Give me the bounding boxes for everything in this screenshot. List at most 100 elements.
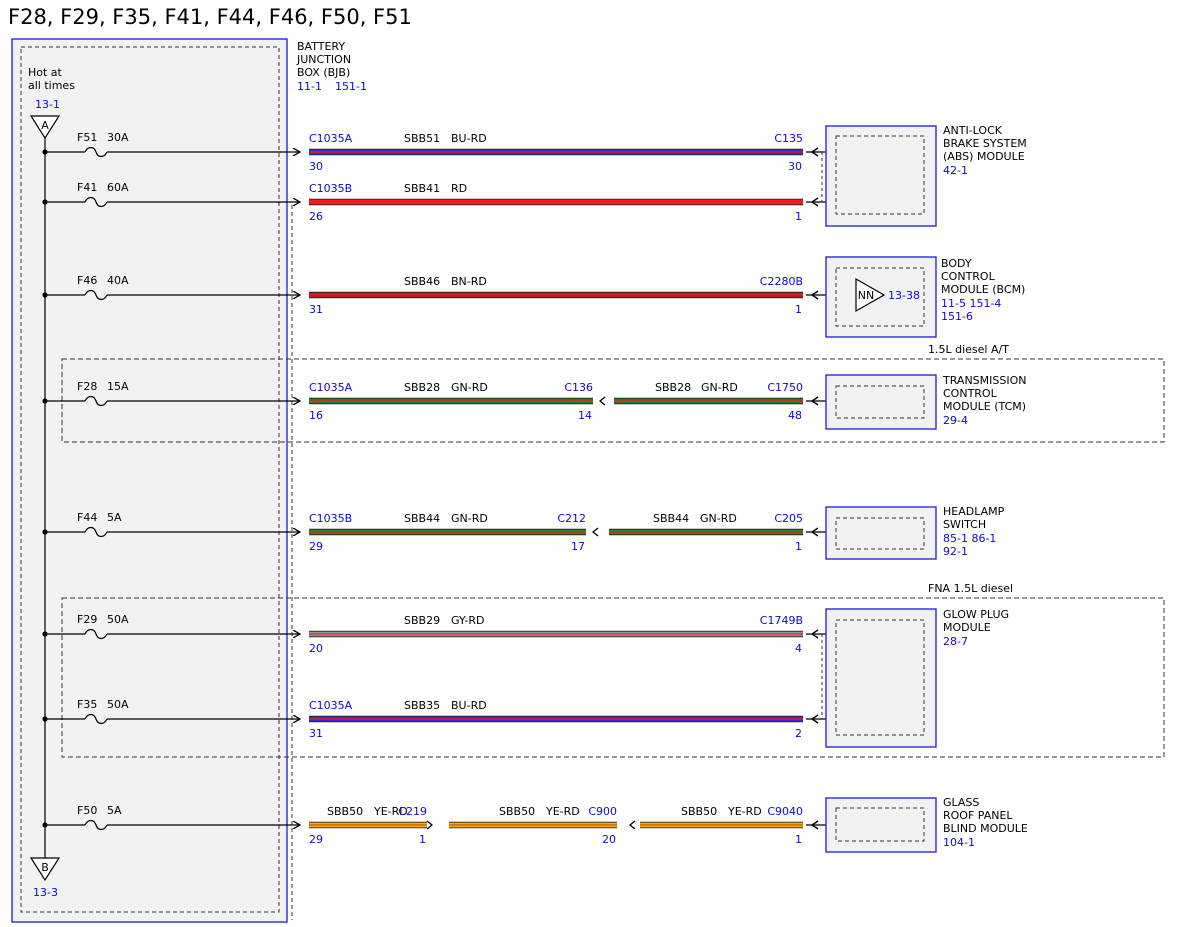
diagram-title: F28, F29, F35, F41, F44, F46, F50, F51	[8, 5, 412, 29]
fuse-rating: 40A	[107, 274, 129, 287]
fuse-rating: 5A	[107, 804, 122, 817]
svg-text:Hot at: Hot at	[28, 66, 63, 79]
module-name-line: ANTI-LOCK	[943, 124, 1003, 137]
start-connector-id: C1035B	[309, 512, 352, 525]
start-connector-id: C1035A	[309, 699, 353, 712]
start-pin: 31	[309, 303, 323, 316]
fuse-symbol	[84, 713, 108, 725]
inline-connector-arrow	[426, 820, 434, 830]
fuse-rating: 50A	[107, 698, 129, 711]
module-box	[825, 125, 937, 227]
start-pin: 29	[309, 540, 323, 553]
start-pin: 26	[309, 210, 323, 223]
wire-color-code: YE-RD	[373, 805, 408, 818]
end-pin: 1	[795, 833, 802, 846]
fuse-name: F51	[77, 131, 97, 144]
module-name-line: GLASS	[943, 796, 979, 809]
fuse-rating: 15A	[107, 380, 129, 393]
end-connector-id: C900	[588, 805, 617, 818]
wire-circuit-id: SBB28	[655, 381, 691, 394]
module-page-ref: 104-1	[943, 836, 975, 849]
wire-color-code: YE-RD	[727, 805, 762, 818]
module-name-line: CONTROL	[941, 270, 996, 283]
module-connector-arrow	[810, 527, 819, 537]
svg-text:BATTERY: BATTERY	[297, 40, 345, 53]
end-pin: 14	[578, 409, 592, 422]
module-name-line: MODULE (BCM)	[941, 283, 1025, 296]
fuse-symbol	[84, 289, 108, 301]
module-inner-box	[835, 267, 925, 327]
end-pin: 20	[602, 833, 616, 846]
module-inner-box	[835, 807, 925, 842]
wire-sbb51-seg1: SBB51 BU-RD C1035A 30 C135 30	[309, 132, 803, 173]
svg-text:13-3: 13-3	[33, 886, 58, 899]
end-pin: 1	[419, 833, 426, 846]
module-name-line: MODULE (TCM)	[943, 400, 1026, 413]
wire-circuit-id: SBB51	[404, 132, 440, 145]
bcm-nn-label: NN	[858, 289, 874, 302]
wire-circuit-id: SBB44	[404, 512, 440, 525]
wire-color-code: GN-RD	[451, 381, 488, 394]
wire-color-code: BN-RD	[451, 275, 487, 288]
svg-text:11-1: 11-1	[297, 80, 322, 93]
start-connector-id: C1035A	[309, 381, 353, 394]
module-name-line: TRANSMISSION	[942, 374, 1026, 387]
svg-text:BOX (BJB): BOX (BJB)	[297, 66, 350, 79]
end-connector-id: C135	[774, 132, 803, 145]
end-pin: 1	[795, 210, 802, 223]
end-connector-id: C212	[557, 512, 586, 525]
end-pin: 30	[788, 160, 802, 173]
wire-color-code: RD	[451, 182, 467, 195]
start-connector-id: C1035A	[309, 132, 353, 145]
wire-color-code: BU-RD	[451, 132, 487, 145]
fuse-name: F44	[77, 511, 97, 524]
wire-color-code: GN-RD	[700, 512, 737, 525]
wire-circuit-id: SBB50	[327, 805, 363, 818]
fuse-name: F35	[77, 698, 97, 711]
fuse-rating: 5A	[107, 511, 122, 524]
fuse-rating: 60A	[107, 181, 129, 194]
wire-color-code: GN-RD	[701, 381, 738, 394]
hot-at-all-times-label: Hot at all times 13-1	[28, 66, 75, 111]
bjb-label: BATTERY JUNCTION BOX (BJB) 11-1 151-1	[296, 40, 367, 93]
end-connector-id: C1749B	[760, 614, 803, 627]
module-name-line: BLIND MODULE	[943, 822, 1028, 835]
module-inner-box	[835, 135, 925, 215]
module-connector-arrow	[810, 714, 819, 724]
module-name-line: SWITCH	[943, 518, 986, 531]
module-name-line: (ABS) MODULE	[943, 150, 1025, 163]
module-box	[825, 374, 937, 430]
end-pin: 2	[795, 727, 802, 740]
bjb-box	[11, 38, 288, 923]
module-name-line: BODY	[941, 257, 972, 270]
fuse-name: F46	[77, 274, 97, 287]
end-pin: 1	[795, 540, 802, 553]
wire-circuit-id: SBB35	[404, 699, 440, 712]
module-connector-arrow	[810, 820, 819, 830]
module-page-ref: 11-5 151-4	[941, 297, 1001, 310]
start-pin: 16	[309, 409, 323, 422]
glow-option-label: FNA 1.5L diesel	[928, 582, 1013, 595]
inline-connector-arrow	[598, 396, 606, 406]
module-name-line: ROOF PANEL	[943, 809, 1013, 822]
start-pin: 30	[309, 160, 323, 173]
module-connector-arrow	[810, 629, 819, 639]
module-page-ref: 28-7	[943, 635, 968, 648]
module-page-ref: 151-6	[941, 310, 973, 323]
